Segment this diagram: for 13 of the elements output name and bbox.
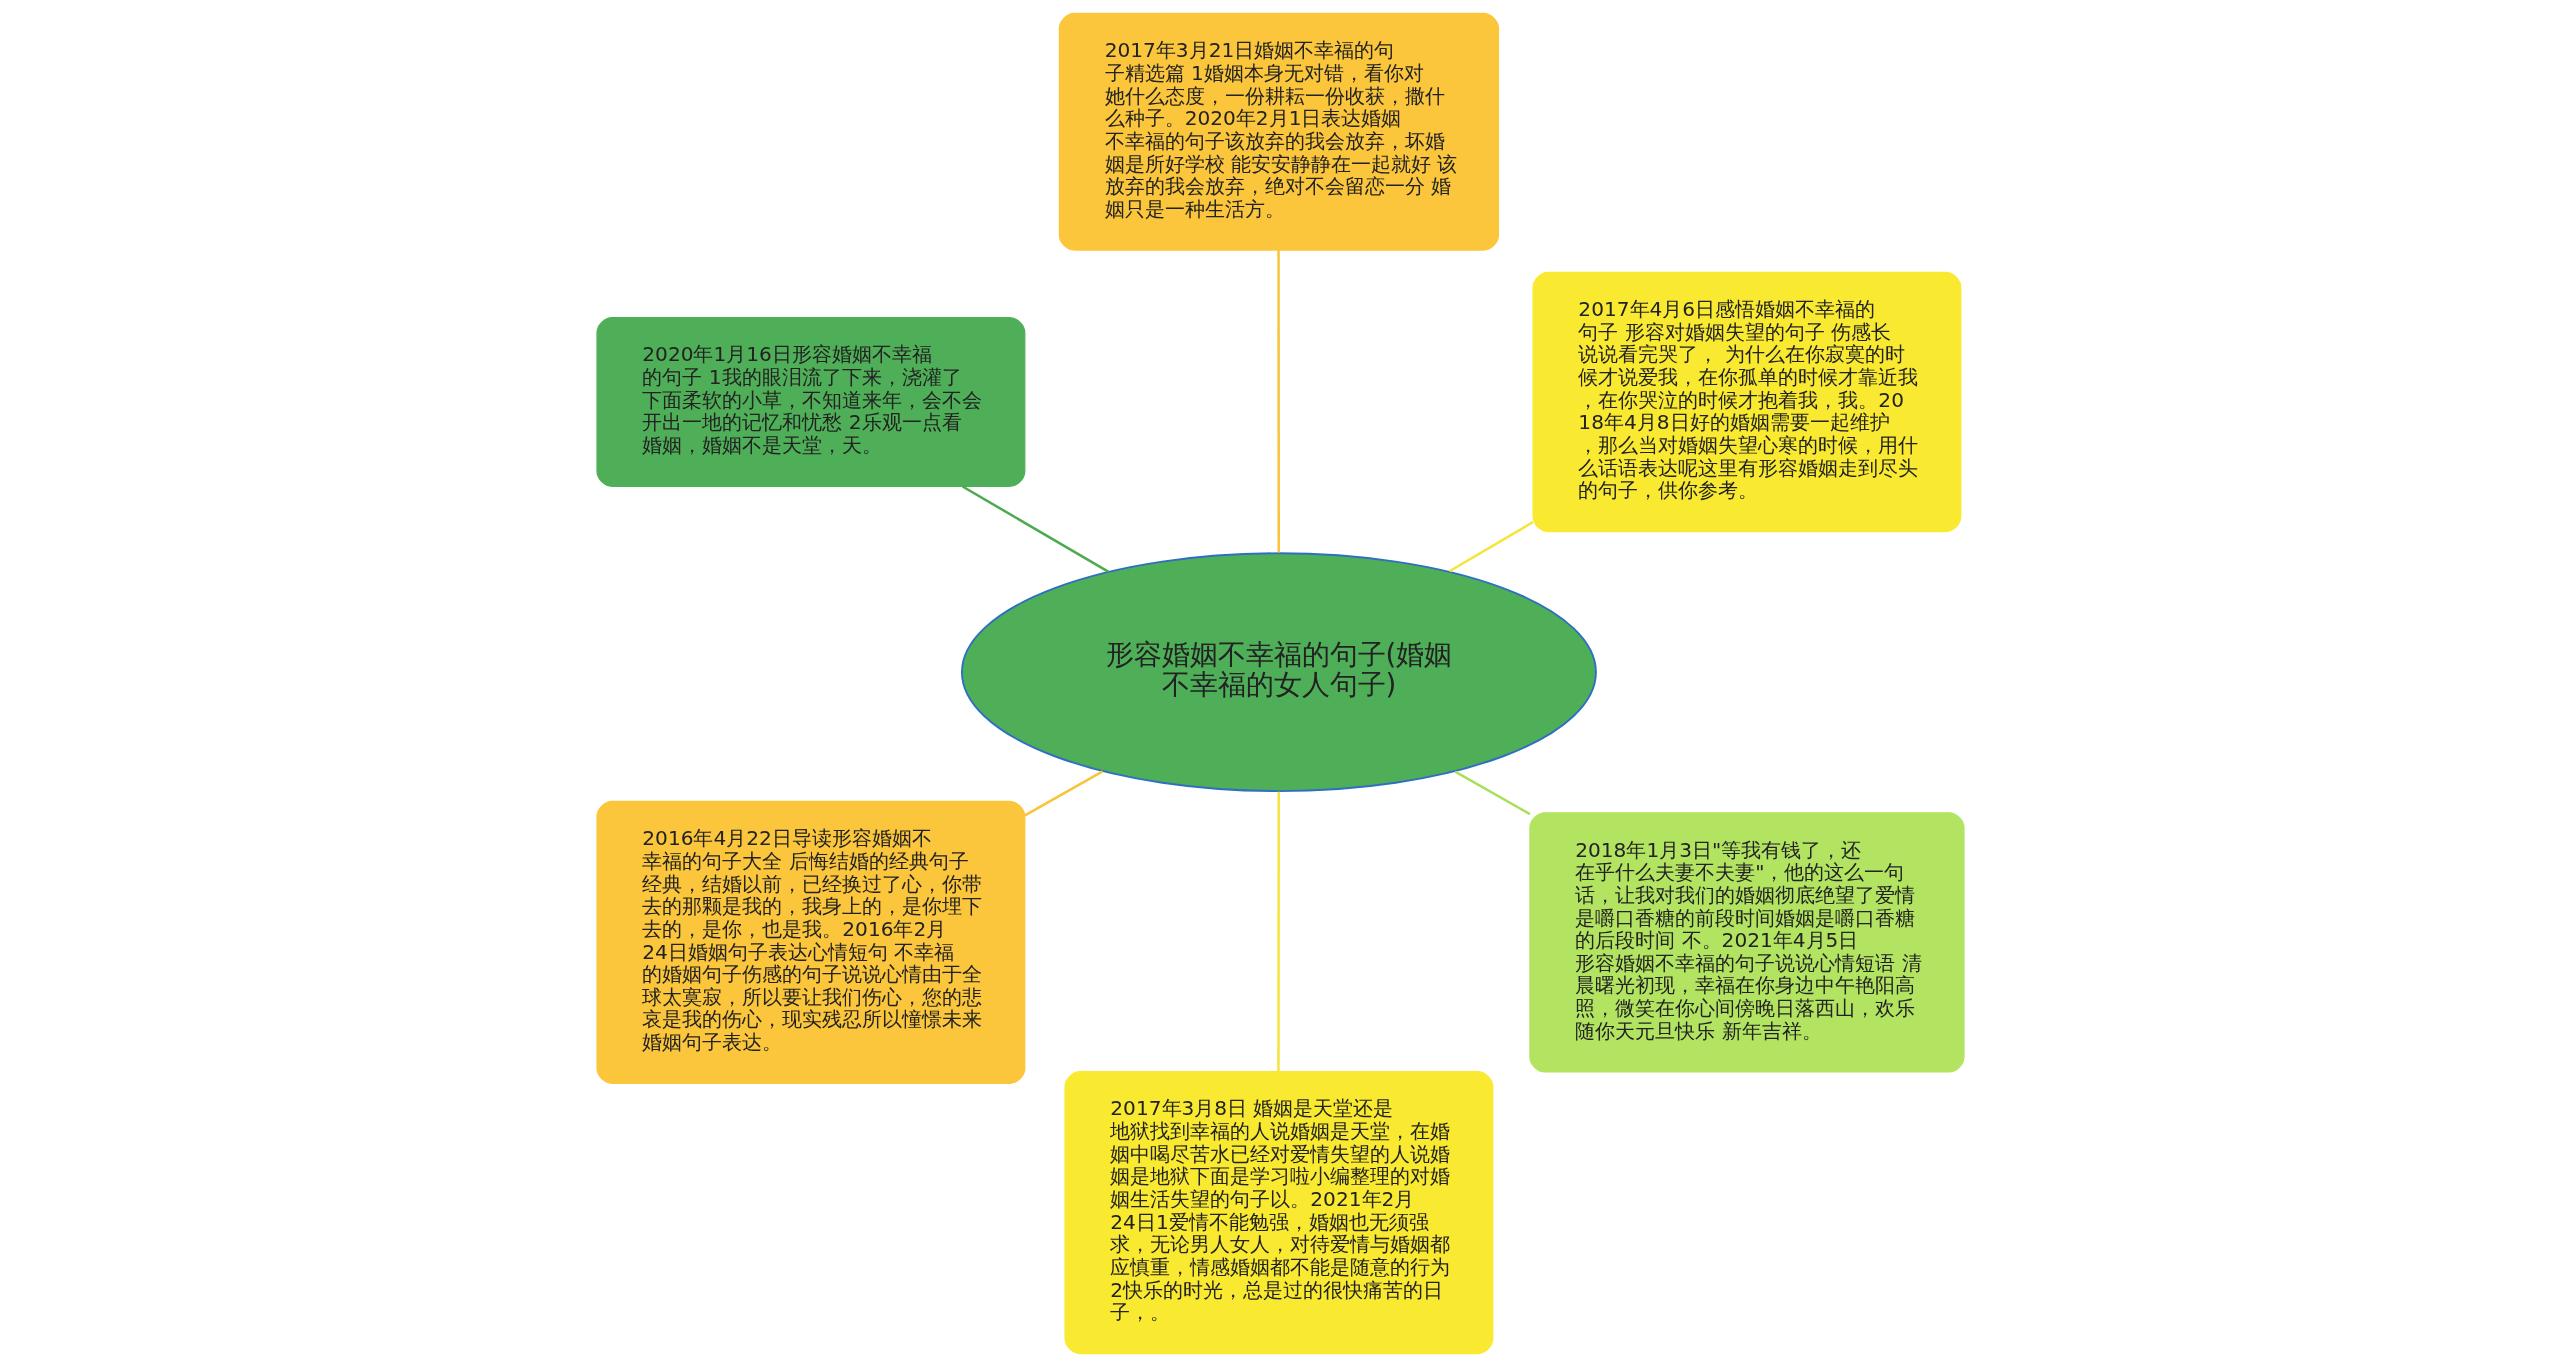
node-box: 2017年4月6日感悟婚姻不幸福的句子 形容对婚姻失望的句子 伤感长说说看完哭了， 为什么在你寂寞的时候才说爱我，在你孤单的时候才靠近我，在你哭泣的时候才抱着我，我。2018年4月8日好的婚姻需要一起维护，那么当对婚姻失望心寒的时候，用什么话语表达呢这里有形容婚姻走到尽头的句子，供你参考。 bbox=[1531, 271, 1961, 533]
node-ellipse: 形容婚姻不幸福的句子(婚姻不幸福的女人句子) bbox=[960, 552, 1597, 793]
connector bbox=[1448, 521, 1533, 573]
connector bbox=[1454, 770, 1530, 816]
connector bbox=[1276, 250, 1280, 553]
connector bbox=[961, 485, 1109, 573]
node-box: 2020年1月16日形容婚姻不幸福的句子 1我的眼泪流了下来，浇灌了下面柔软的小草，不知道来年，会不会开出一地的记忆和忧愁 2乐观一点看婚姻，婚姻不是天堂，天。 bbox=[595, 317, 1025, 487]
connector bbox=[1023, 770, 1103, 817]
connector bbox=[1276, 791, 1280, 1072]
node-box: 2016年4月22日导读形容婚姻不幸福的句子大全 后悔结婚的经典句子经典，结婚以前，已经换过了心，你带去的那颗是我的，我身上的，是你埋下去的，是你，也是我。2016年2月24日婚姻句子表达心情短句 不幸福的婚姻句子伤感的句子说说心情由于全球太寞寂，所以要让我们伤心，您的悲哀是我的伤心，现实残忍所以憧憬未来婚姻句子表达。 bbox=[595, 800, 1025, 1084]
node-box: 2018年1月3日"等我有钱了，还在乎什么夫妻不夫妻"，他的这么一句话，让我对我们的婚姻彻底绝望了爱情是嚼口香糖的前段时间婚姻是嚼口香糖的后段时间 不。2021年4月5日形容婚姻不幸福的句子说说心情短语 清晨曙光初现，幸福在你身边中午艳阳高照，微笑在你心间傍晚日落西山，欢乐随你天元旦快乐 新年吉祥。 bbox=[1528, 812, 1965, 1073]
node-box: 2017年3月8日 婚姻是天堂还是地狱找到幸福的人说婚姻是天堂，在婚姻中喝尽苦水已经对爱情失望的人说婚姻是地狱下面是学习啦小编整理的对婚姻生活失望的句子以。2021年2月24日1爱情不能勉强，婚姻也无须强求，无论男人女人，对待爱情与婚姻都应慎重，情感婚姻都不能是随意的行为2快乐的时光，总是过的很快痛苦的日子，。 bbox=[1063, 1071, 1493, 1355]
node-box: 2017年3月21日婚姻不幸福的句子精选篇 1婚姻本身无对错，看你对她什么态度，一份耕耘一份收获，撒什么种子。2020年2月1日表达婚姻不幸福的句子该放弃的我会放弃，坏婚姻是所好学校 能安安静静在一起就好 该放弃的我会放弃，绝对不会留恋一分 婚姻只是一种生活方。 bbox=[1058, 12, 1499, 251]
